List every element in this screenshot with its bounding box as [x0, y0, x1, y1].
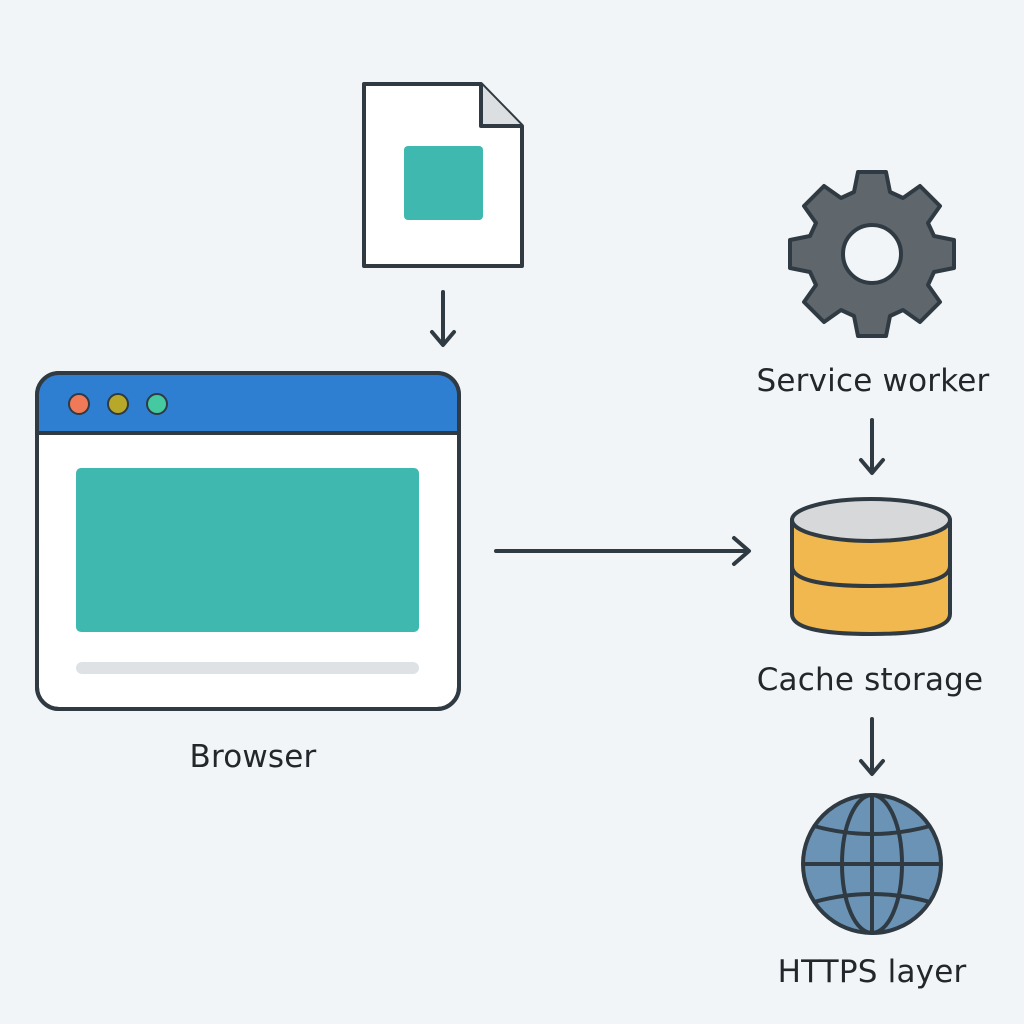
https-layer-label: HTTPS layer	[777, 954, 967, 990]
service-worker-label: Service worker	[756, 363, 990, 399]
database-icon	[790, 497, 952, 636]
cache-storage-label: Cache storage	[756, 662, 984, 698]
browser-window-icon	[35, 371, 461, 711]
document-icon	[362, 82, 524, 268]
arrow-sw-to-cache	[859, 418, 885, 475]
arrow-cache-to-https	[859, 717, 885, 776]
globe-icon	[801, 793, 943, 935]
arrow-document-to-browser	[430, 290, 456, 347]
gear-icon	[788, 170, 956, 338]
arrow-browser-to-cache	[494, 536, 751, 566]
browser-label: Browser	[189, 739, 317, 775]
